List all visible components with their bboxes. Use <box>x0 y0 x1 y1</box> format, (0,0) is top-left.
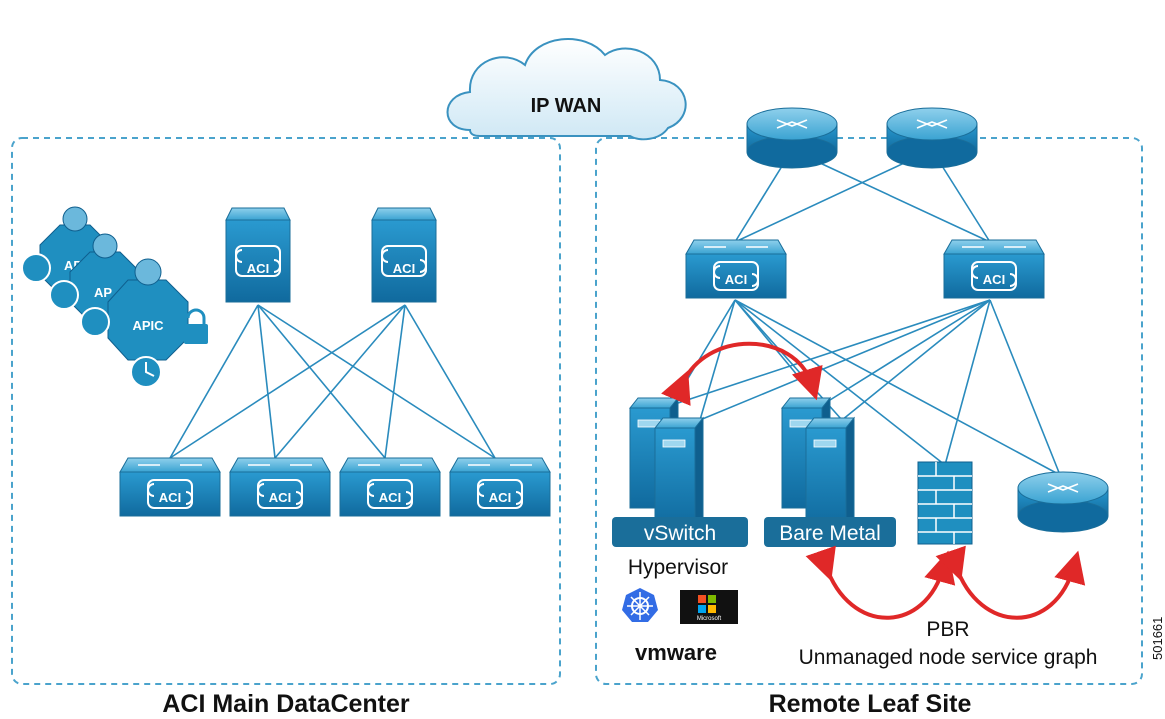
remote-router-1 <box>746 107 838 169</box>
main-leaf-3-label: ACI <box>379 490 401 505</box>
kubernetes-icon <box>622 588 658 622</box>
remote-site-links <box>671 149 1061 476</box>
remote-leaf-1-label: ACI <box>725 272 747 287</box>
main-dc-border <box>11 137 561 685</box>
hypervisor-label: Hypervisor <box>628 556 728 579</box>
bare-metal-label: Bare Metal <box>779 522 881 545</box>
main-dc-leaf-3 <box>339 457 441 517</box>
apic-label-3: APIC <box>132 318 164 333</box>
apic-disk-icon-2 <box>49 280 79 310</box>
apic-disk-icon <box>21 253 51 283</box>
main-dc-spine-1 <box>225 207 291 303</box>
firewall-icon <box>917 461 973 545</box>
remote-leaf-1 <box>685 239 787 299</box>
vswitch-label: vSwitch <box>644 522 716 545</box>
main-dc-leaf-1 <box>119 457 221 517</box>
apic-label-2: AP <box>94 285 112 300</box>
remote-leaf-2 <box>943 239 1045 299</box>
vmware-logo: vmware <box>635 640 717 665</box>
remote-site-title: Remote Leaf Site <box>769 690 972 718</box>
microsoft-label: Microsoft <box>697 616 722 622</box>
apic-disk-icon-3 <box>80 307 110 337</box>
main-spine-1-label: ACI <box>247 261 269 276</box>
service-graph-label: Unmanaged node service graph <box>799 646 1098 669</box>
remote-site-border <box>595 137 1143 685</box>
remote-router-2 <box>886 107 978 169</box>
remote-leaf-2-label: ACI <box>983 272 1005 287</box>
main-dc-leaf-4 <box>449 457 551 517</box>
vswitch-badge: vSwitch <box>612 517 748 547</box>
main-leaf-1-label: ACI <box>159 490 181 505</box>
microsoft-icon: Microsoft <box>680 590 738 624</box>
clock-icon <box>130 356 162 388</box>
figure-id: 501661 <box>1150 617 1165 660</box>
main-spine-2-label: ACI <box>393 261 415 276</box>
hypervisor-server-front <box>654 417 704 529</box>
apic-cluster: AP AP APIC <box>21 206 208 388</box>
ip-wan-label: IP WAN <box>531 95 602 117</box>
bare-metal-server-front <box>805 417 855 529</box>
main-leaf-2-label: ACI <box>269 490 291 505</box>
ip-wan-cloud: IP WAN <box>446 38 687 141</box>
main-dc-spine-2 <box>371 207 437 303</box>
main-dc-leaf-2 <box>229 457 331 517</box>
main-dc-links <box>169 304 496 459</box>
red-arrows <box>661 341 1086 620</box>
main-dc-title: ACI Main DataCenter <box>162 690 410 718</box>
pbr-label: PBR <box>926 618 969 641</box>
service-router <box>1017 471 1109 533</box>
main-leaf-4-label: ACI <box>489 490 511 505</box>
lock-icon <box>184 308 208 344</box>
bare-metal-badge: Bare Metal <box>764 517 896 547</box>
